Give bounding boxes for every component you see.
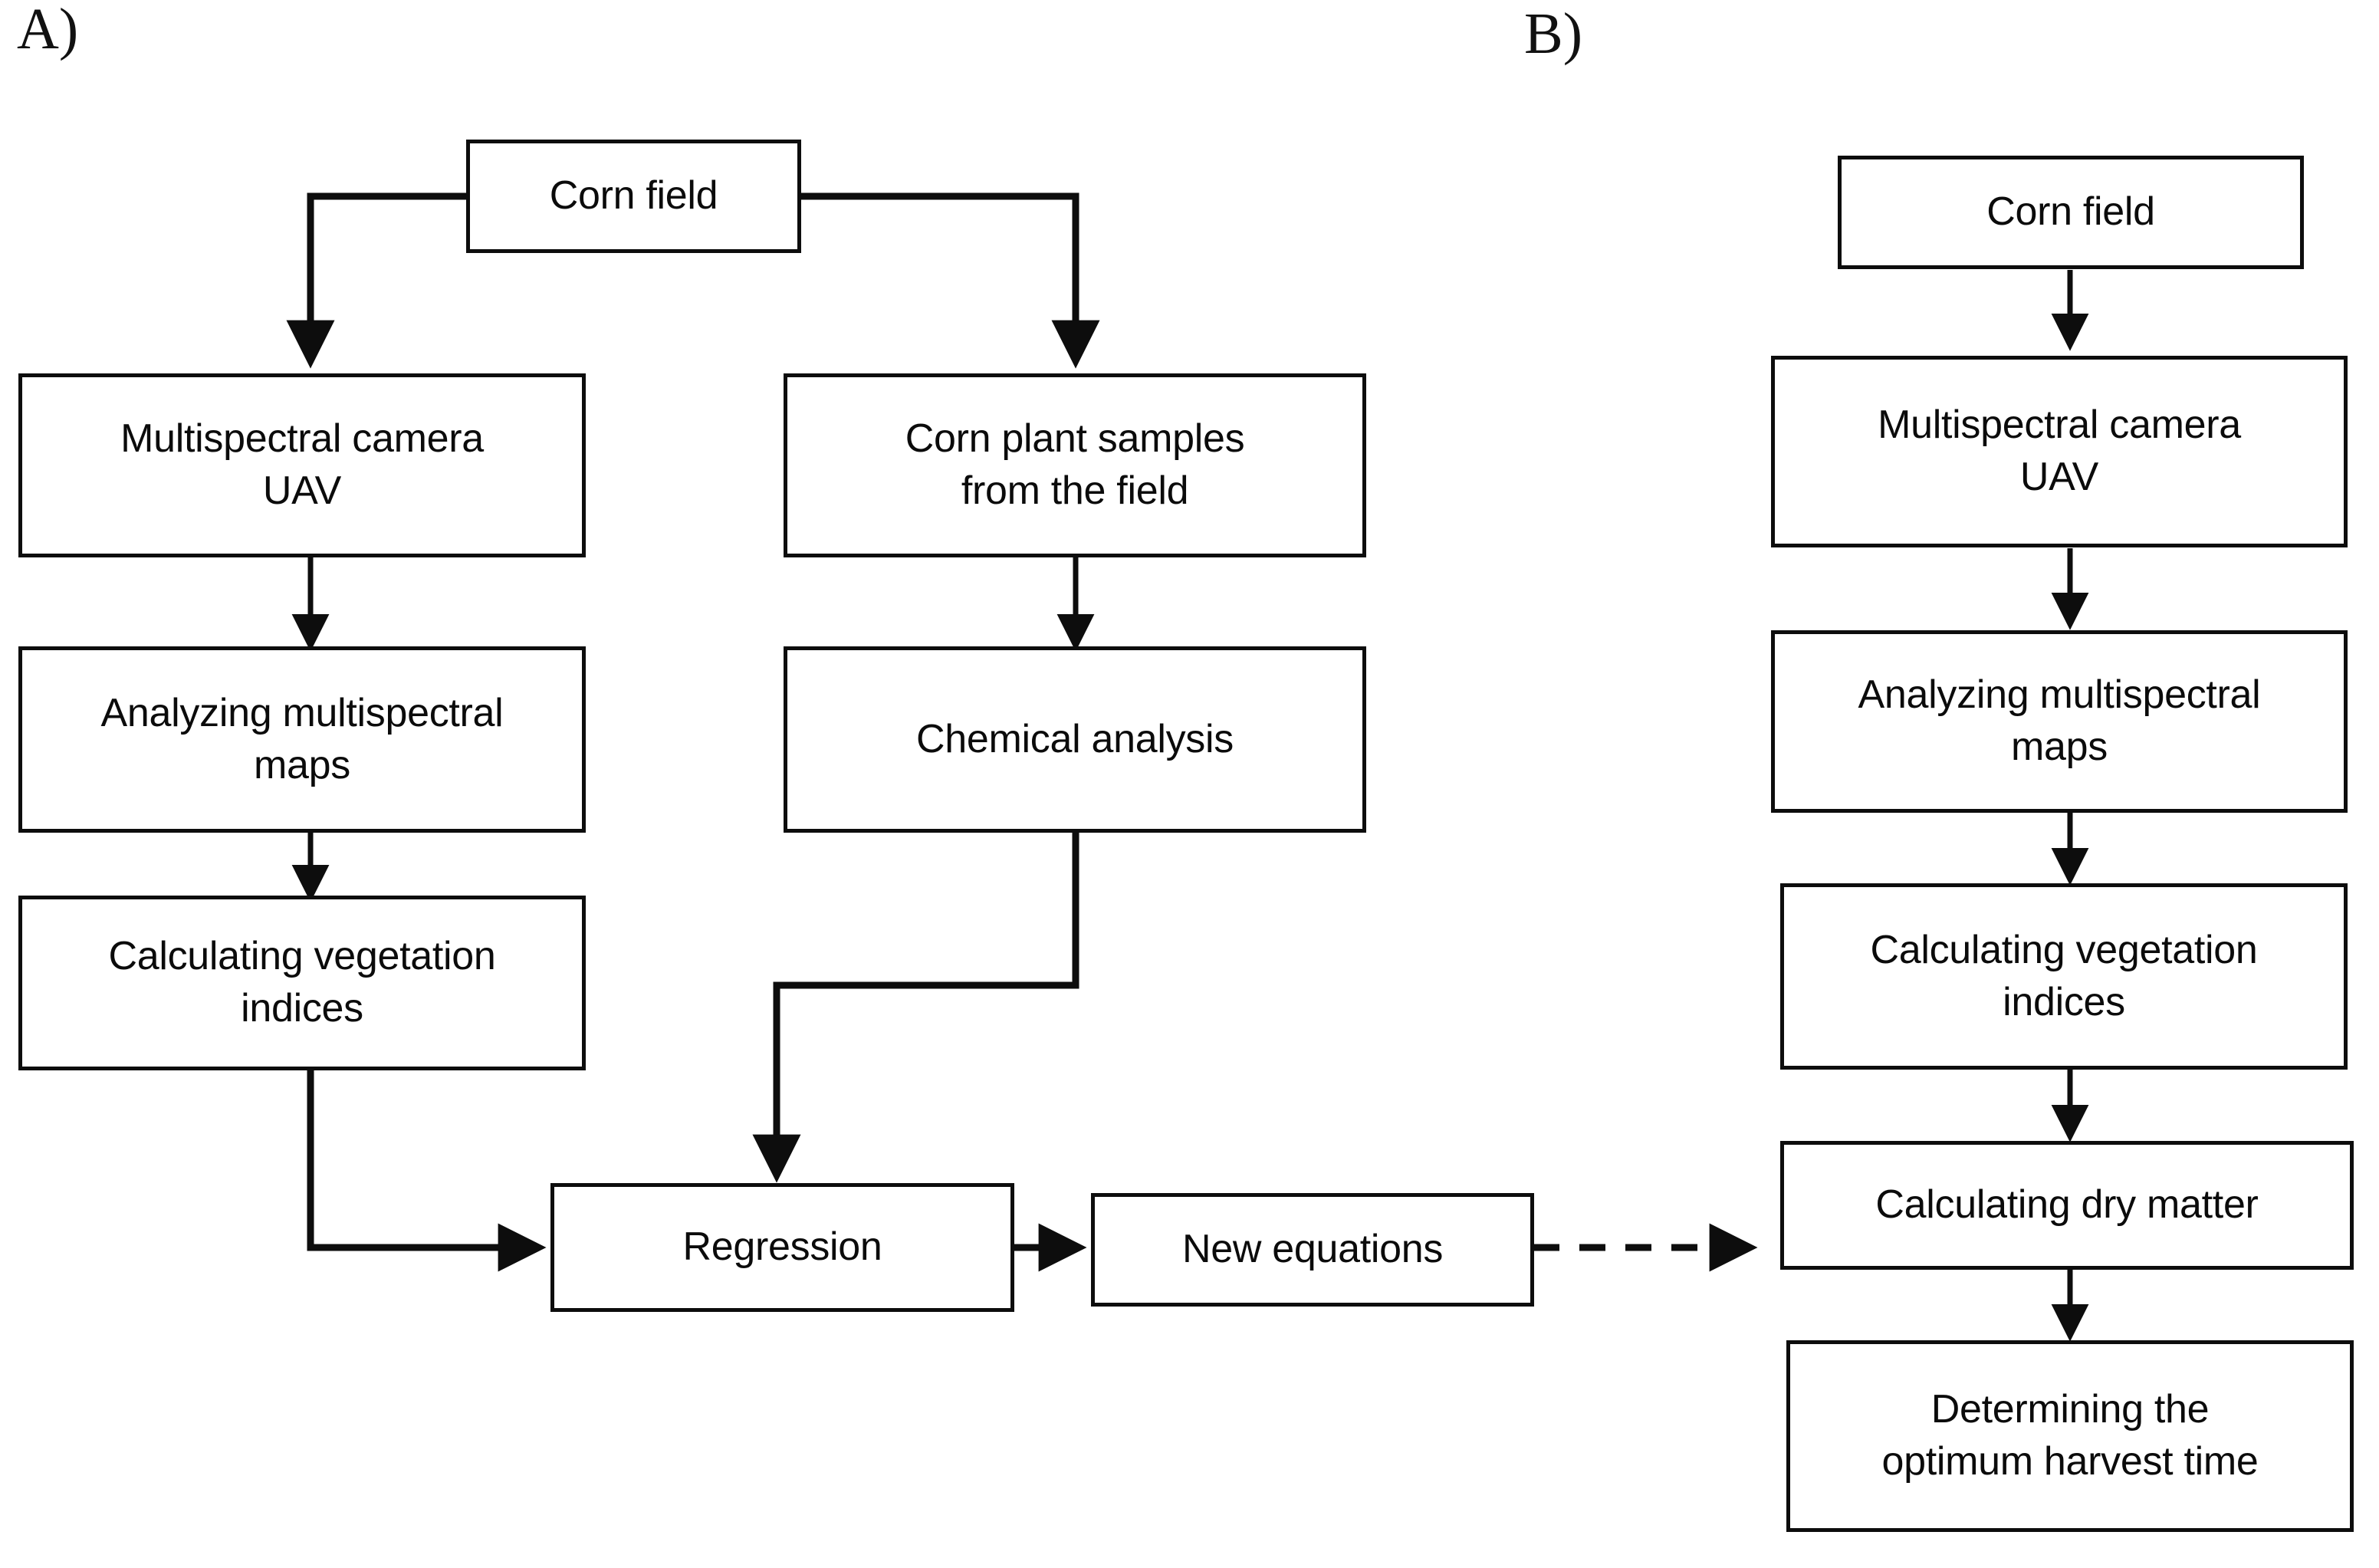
node-a-analyzing-multispectral-maps[interactable]: Analyzing multispectral maps (18, 646, 586, 833)
edge-corn-field-to-plant-samples (801, 192, 1100, 369)
node-b-corn-field[interactable]: Corn field (1838, 156, 2304, 269)
node-b-corn-field-label: Corn field (1986, 189, 2155, 235)
node-a-multispectral-camera-uav-label: Multispectral camera UAV (120, 416, 484, 513)
node-a-chemical-analysis[interactable]: Chemical analysis (784, 646, 1366, 833)
node-a-analyzing-multispectral-maps-label: Analyzing multispectral maps (100, 690, 504, 787)
node-b-analyzing-multispectral-maps-label: Analyzing multispectral maps (1858, 672, 2261, 769)
node-a-corn-plant-samples[interactable]: Corn plant samples from the field (784, 373, 1366, 557)
node-b-determining-optimum-harvest-time-label: Determining the optimum harvest time (1881, 1387, 2259, 1484)
node-a-chemical-analysis-label: Chemical analysis (916, 716, 1234, 761)
edge-vegetation-indices-to-regression (307, 1068, 547, 1272)
node-b-determining-optimum-harvest-time[interactable]: Determining the optimum harvest time (1786, 1340, 2354, 1532)
node-a-calculating-vegetation-indices[interactable]: Calculating vegetation indices (18, 896, 586, 1070)
node-b-multispectral-camera-uav[interactable]: Multispectral camera UAV (1771, 356, 2348, 547)
node-a-regression[interactable]: Regression (550, 1183, 1014, 1312)
node-b-calculating-vegetation-indices-label: Calculating vegetation indices (1870, 927, 2258, 1024)
node-b-analyzing-multispectral-maps[interactable]: Analyzing multispectral maps (1771, 630, 2348, 813)
node-a-new-equations[interactable]: New equations (1091, 1193, 1534, 1307)
panel-label-a: A) (17, 0, 79, 61)
node-a-calculating-vegetation-indices-label: Calculating vegetation indices (108, 934, 496, 1031)
node-b-calculating-vegetation-indices[interactable]: Calculating vegetation indices (1780, 883, 2348, 1070)
node-a-corn-plant-samples-label: Corn plant samples from the field (905, 416, 1245, 513)
node-b-multispectral-camera-uav-label: Multispectral camera UAV (1878, 403, 2241, 499)
panel-label-b: B) (1524, 2, 1582, 66)
edge-corn-field-to-ms-camera (286, 192, 466, 369)
node-a-corn-field-label: Corn field (549, 173, 718, 219)
node-b-calculating-dry-matter[interactable]: Calculating dry matter (1780, 1141, 2354, 1270)
node-a-corn-field[interactable]: Corn field (466, 140, 801, 253)
node-a-multispectral-camera-uav[interactable]: Multispectral camera UAV (18, 373, 586, 557)
node-a-new-equations-label: New equations (1181, 1227, 1444, 1272)
node-b-calculating-dry-matter-label: Calculating dry matter (1875, 1182, 2259, 1228)
node-a-regression-label: Regression (682, 1224, 882, 1270)
edge-chemical-analysis-to-regression (752, 832, 1079, 1183)
